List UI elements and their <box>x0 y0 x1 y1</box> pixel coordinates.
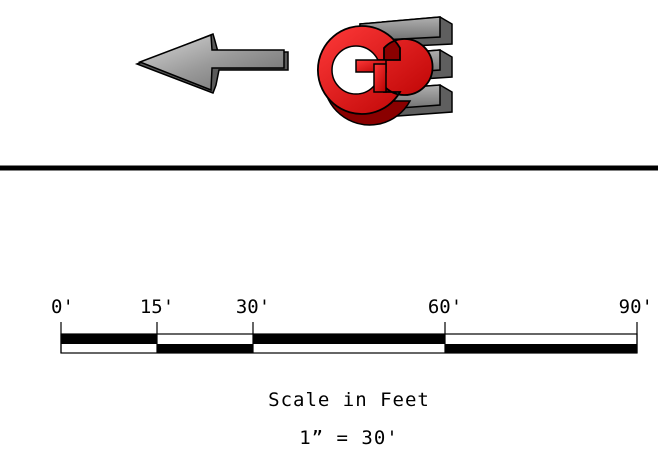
scale-segment <box>253 334 445 344</box>
logo-letter-g <box>316 25 434 126</box>
scale-tick-label: 0' <box>51 296 74 318</box>
scale-segment <box>445 344 637 353</box>
scale-tick-label: 15' <box>140 296 174 318</box>
scale-tick-label: 30' <box>236 296 270 318</box>
logo-mark <box>316 16 453 126</box>
scale-tick-label: 60' <box>428 296 462 318</box>
scale-segment <box>157 344 253 353</box>
scale-segment <box>61 334 157 344</box>
scale-title: Scale in Feet <box>268 389 430 411</box>
scale-tick-label: 90' <box>619 296 653 318</box>
arrow-left-icon <box>134 32 289 94</box>
scale-bar: 0' 15' 30' 60' 90' <box>51 296 653 354</box>
scale-ratio: 1” = 30' <box>299 427 399 449</box>
